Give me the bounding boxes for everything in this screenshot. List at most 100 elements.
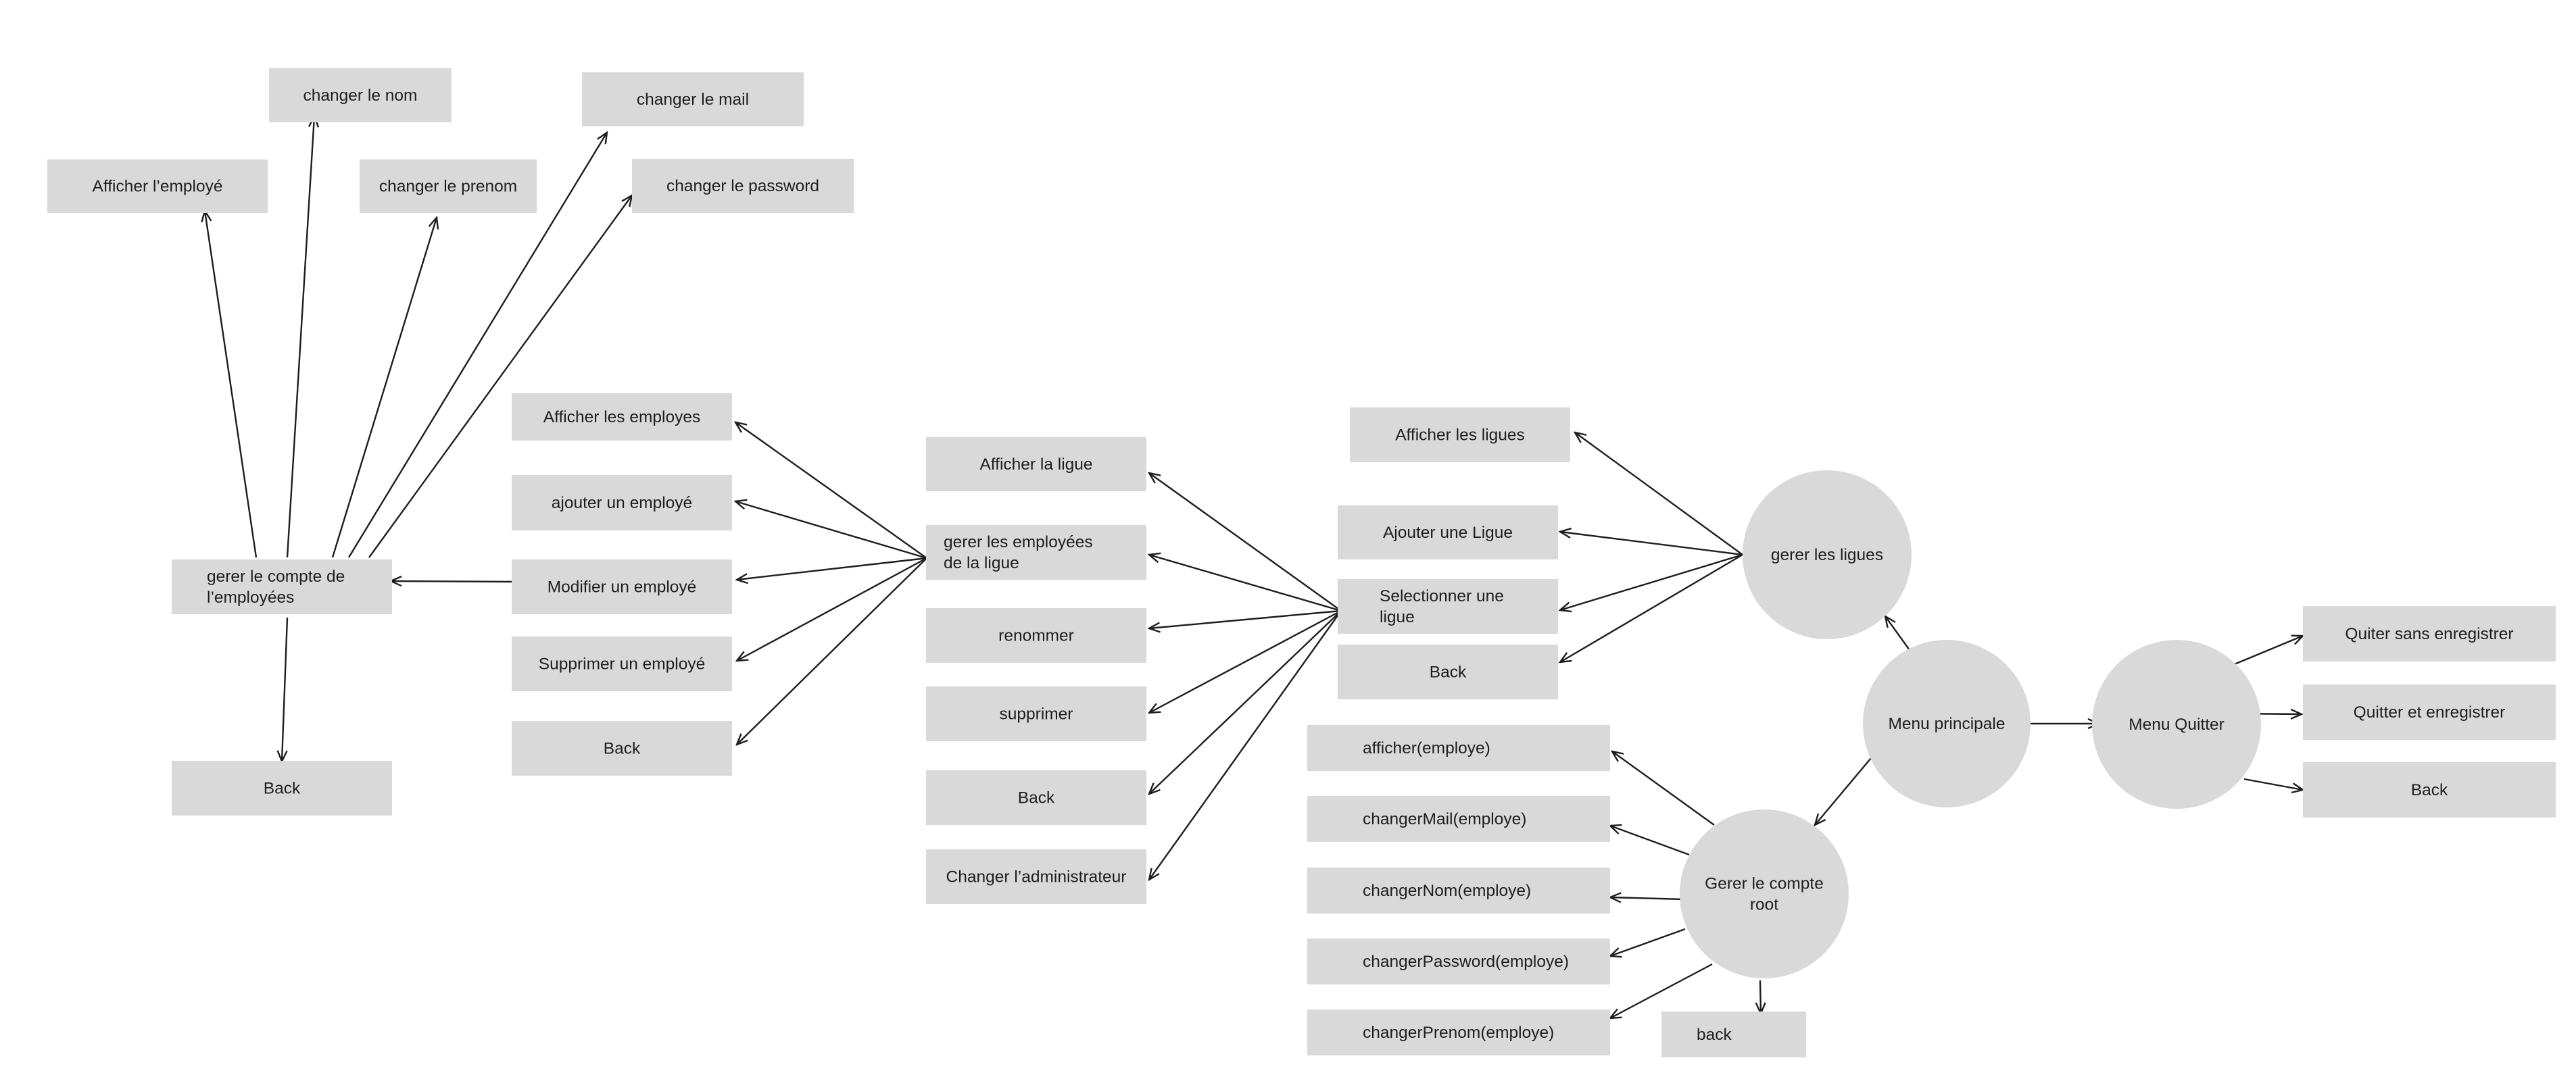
- node-back-1[interactable]: Back: [172, 761, 392, 816]
- edge-menu-quitter-to-back-6: [2243, 778, 2303, 790]
- node-back-2[interactable]: Back: [512, 721, 732, 776]
- node-quitter-sans[interactable]: Quiter sans enregistrer: [2303, 606, 2556, 661]
- node-label-line: changerPrenom(employe): [1363, 1024, 1554, 1042]
- node-back-5[interactable]: back: [1661, 1011, 1806, 1057]
- edge-gerer-employees-ligue-to-ajouter-employe: [735, 501, 927, 559]
- node-ajouter-employe[interactable]: ajouter un employé: [512, 475, 732, 530]
- node-gerer-root[interactable]: Gerer le compte root: [1680, 809, 1849, 978]
- node-changer-admin[interactable]: Changer l’administrateur: [926, 849, 1146, 904]
- node-label-line: Menu principale: [1889, 715, 2006, 733]
- edge-menu-quitter-to-quitter-sans: [2231, 636, 2303, 667]
- node-rect-shape: [1338, 645, 1558, 699]
- node-quitter-et[interactable]: Quitter et enregistrer: [2303, 684, 2556, 740]
- node-label-line: ligue: [1380, 608, 1415, 626]
- edge-gerer-compte-employees-to-changer-password: [368, 195, 632, 558]
- node-label-line: Modifier un employé: [548, 578, 697, 597]
- node-menu-principale[interactable]: Menu principale: [1863, 640, 2031, 807]
- edge-gerer-root-to-afficher-fn: [1612, 751, 1715, 826]
- node-label-line: changer le prenom: [379, 178, 517, 196]
- node-rect-shape: [1307, 868, 1610, 914]
- node-label-line: renommer: [998, 627, 1074, 645]
- edge-gerer-root-to-changer-mail-fn: [1610, 826, 1690, 856]
- node-label-line: gerer les ligues: [1771, 546, 1883, 564]
- node-afficher-ligues[interactable]: Afficher les ligues: [1350, 407, 1570, 462]
- node-label-line: ajouter un employé: [552, 494, 692, 512]
- node-rect-shape: [2303, 684, 2556, 740]
- node-label-line: gerer le compte de: [207, 568, 345, 586]
- node-rect-shape: [926, 770, 1146, 825]
- node-label-line: Afficher les employes: [543, 408, 700, 426]
- edge-gerer-ligues-to-selectionner-ligue: [1560, 553, 1743, 610]
- node-supprimer-employe[interactable]: Supprimer un employé: [512, 636, 732, 691]
- edge-gerer-compte-employees-to-changer-mail: [347, 132, 607, 558]
- node-changer-password[interactable]: changer le password: [632, 159, 854, 213]
- node-changer-password-fn[interactable]: changerPassword(employe): [1307, 939, 1610, 984]
- node-label-line: changerNom(employe): [1363, 882, 1531, 900]
- node-supprimer[interactable]: supprimer: [926, 686, 1146, 741]
- node-rect-shape: [1661, 1011, 1806, 1057]
- node-modifier-employe[interactable]: Modifier un employé: [512, 559, 732, 614]
- node-back-3[interactable]: Back: [926, 770, 1146, 825]
- node-label-line: Gerer le compte: [1705, 875, 1824, 893]
- node-rect-shape: [2303, 606, 2556, 661]
- node-changer-mail-fn[interactable]: changerMail(employe): [1307, 796, 1610, 842]
- node-rect-shape: [1307, 1009, 1610, 1055]
- edge-gerer-compte-employees-to-back-1: [282, 617, 289, 761]
- node-rect-shape: [512, 475, 732, 530]
- node-rect-shape: [172, 559, 392, 614]
- node-changer-mail[interactable]: changer le mail: [582, 72, 804, 126]
- node-gerer-compte-employees[interactable]: gerer le compte del’employées: [172, 559, 392, 614]
- edge-selectionner-ligue-to-changer-admin: [1149, 610, 1342, 880]
- edge-gerer-compte-employees-to-changer-prenom: [331, 218, 437, 558]
- node-back-4[interactable]: Back: [1338, 645, 1558, 699]
- node-label-line: gerer les employées: [944, 533, 1093, 551]
- node-afficher-ligue[interactable]: Afficher la ligue: [926, 437, 1146, 491]
- node-rect-shape: [926, 849, 1146, 904]
- edge-gerer-compte-employees-to-changer-nom: [286, 116, 314, 558]
- node-afficher-employes[interactable]: Afficher les employes: [512, 393, 732, 441]
- edge-gerer-employees-ligue-to-supprimer-employe: [737, 557, 927, 661]
- node-afficher-employe[interactable]: Afficher l’employé: [47, 159, 268, 213]
- node-ajouter-ligue[interactable]: Ajouter une Ligue: [1338, 505, 1558, 559]
- node-rect-shape: [269, 68, 452, 122]
- node-label-line: root: [1750, 896, 1778, 914]
- node-rect-shape: [582, 72, 804, 126]
- node-label-line: Menu Quitter: [2129, 716, 2225, 734]
- node-circle-shape: [1863, 640, 2031, 807]
- edge-gerer-ligues-to-afficher-ligues: [1575, 432, 1743, 555]
- node-menu-quitter[interactable]: Menu Quitter: [2092, 640, 2261, 809]
- node-gerer-ligues[interactable]: gerer les ligues: [1743, 470, 1912, 639]
- edge-selectionner-ligue-to-back-3: [1149, 610, 1342, 794]
- edge-gerer-root-to-back-5: [1760, 980, 1761, 1014]
- edge-selectionner-ligue-to-gerer-employees-ligue: [1149, 555, 1342, 612]
- edge-gerer-ligues-to-ajouter-ligue: [1560, 532, 1743, 556]
- edge-menu-principale-to-gerer-root: [1815, 757, 1872, 825]
- node-changer-nom[interactable]: changer le nom: [269, 68, 452, 122]
- node-rect-shape: [512, 393, 732, 441]
- node-rect-shape: [1307, 796, 1610, 842]
- node-rect-shape: [926, 525, 1146, 580]
- node-renommer[interactable]: renommer: [926, 608, 1146, 663]
- node-rect-shape: [512, 636, 732, 691]
- edge-gerer-root-to-changer-password-fn: [1610, 928, 1686, 956]
- node-circle-shape: [1743, 470, 1912, 639]
- node-circle-shape: [2092, 640, 2261, 809]
- edge-gerer-root-to-changer-nom-fn: [1610, 897, 1685, 899]
- node-afficher-fn[interactable]: afficher(employe): [1307, 725, 1610, 771]
- edge-gerer-ligues-to-back-4: [1560, 553, 1743, 662]
- node-label-line: Back: [264, 780, 301, 798]
- node-label-line: Back: [1430, 664, 1467, 682]
- node-changer-nom-fn[interactable]: changerNom(employe): [1307, 868, 1610, 914]
- node-changer-prenom-fn[interactable]: changerPrenom(employe): [1307, 1009, 1610, 1055]
- node-back-6[interactable]: Back: [2303, 762, 2556, 818]
- node-changer-prenom[interactable]: changer le prenom: [360, 159, 537, 213]
- node-rect-shape: [926, 686, 1146, 741]
- node-label-line: back: [1697, 1026, 1732, 1044]
- node-label-line: Afficher les ligues: [1395, 426, 1525, 445]
- node-rect-shape: [1338, 505, 1558, 559]
- node-rect-shape: [1338, 579, 1558, 634]
